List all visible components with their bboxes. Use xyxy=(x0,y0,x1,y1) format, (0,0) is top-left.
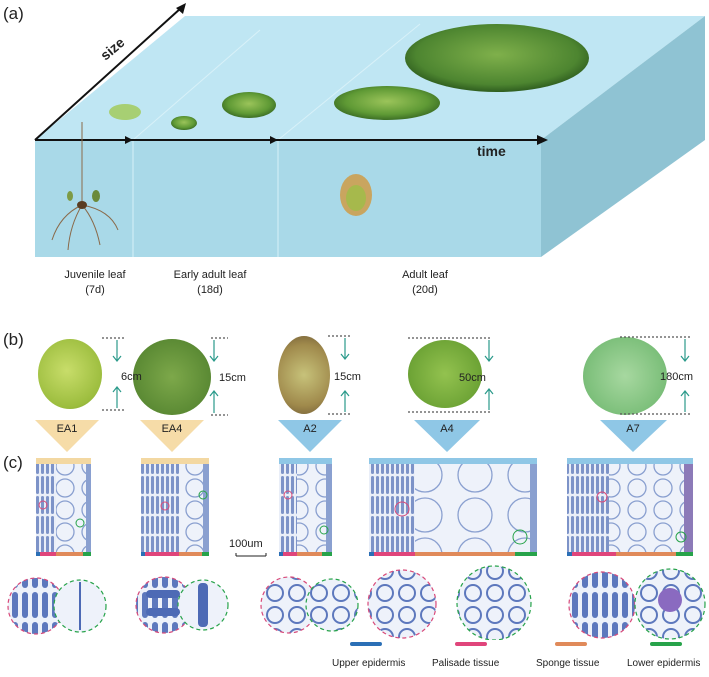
triangle-ea4 xyxy=(140,420,204,452)
cross-sections xyxy=(36,458,693,557)
leaf-a7 xyxy=(583,337,667,415)
leaf-a2 xyxy=(278,336,330,414)
sample-id-a2: A2 xyxy=(303,423,317,435)
legend-swatch-palisade xyxy=(455,642,487,646)
leaf-a4 xyxy=(408,340,482,408)
tank-front-face xyxy=(35,140,541,257)
legend-lower-epidermis: Lower epidermis xyxy=(627,658,701,669)
size-label-a7: 180cm xyxy=(660,371,694,383)
legend-upper-epidermis: Upper epidermis xyxy=(332,658,406,669)
legend-palisade-tissue: Palisade tissue xyxy=(432,658,500,669)
tissue-legend: Upper epidermis Palisade tissue Sponge t… xyxy=(330,642,709,672)
sample-id-ea4: EA4 xyxy=(161,423,183,435)
size-label-ea1: 6cm xyxy=(121,371,142,383)
stage-days: (20d) xyxy=(412,284,438,296)
triangle-a4 xyxy=(414,420,480,452)
stage-name: Juvenile leaf xyxy=(64,269,126,281)
stage-name: Adult leaf xyxy=(402,269,448,281)
triangle-a7 xyxy=(600,420,667,452)
leaf-ea1 xyxy=(38,339,102,409)
juvenile-pad xyxy=(109,104,141,120)
zoom-details xyxy=(7,565,706,640)
legend-swatch-lower xyxy=(650,642,682,646)
size-label-ea4: 15cm xyxy=(219,372,246,384)
sample-triangles xyxy=(35,420,667,452)
early-pad-large xyxy=(222,92,276,118)
stage-adult: Adult leaf (20d) xyxy=(370,268,480,298)
legend-swatch-upper xyxy=(350,642,382,646)
stage-days: (7d) xyxy=(85,284,105,296)
sample-id-ea1: EA1 xyxy=(56,423,78,435)
sample-id-a7: A7 xyxy=(626,423,640,435)
size-label-a4: 50cm xyxy=(459,372,486,384)
panel-label-c: (c) xyxy=(3,453,23,472)
water-tank-diagram xyxy=(34,3,705,257)
stage-days: (18d) xyxy=(197,284,223,296)
scale-bar-label: 100um xyxy=(229,538,263,550)
tissue-bars xyxy=(36,552,693,556)
panel-label-b: (b) xyxy=(3,330,24,349)
tank-side-face xyxy=(541,16,705,257)
stage-juvenile: Juvenile leaf (7d) xyxy=(40,268,150,298)
stage-name: Early adult leaf xyxy=(173,269,247,281)
adult-pad-large xyxy=(405,24,589,92)
time-axis-label: time xyxy=(477,143,506,159)
stage-early-adult: Early adult leaf (18d) xyxy=(150,268,270,298)
triangle-a2 xyxy=(278,420,342,452)
size-label-a2: 15cm xyxy=(334,371,361,383)
panel-label-a: (a) xyxy=(3,4,24,23)
early-pad-small xyxy=(171,116,197,130)
legend-swatch-sponge xyxy=(555,642,587,646)
sample-id-a4: A4 xyxy=(440,423,454,435)
adult-pad-medium xyxy=(334,86,440,120)
size-brackets xyxy=(102,335,690,416)
triangle-ea1 xyxy=(35,420,99,452)
leaf-ea4 xyxy=(133,339,211,415)
legend-sponge-tissue: Sponge tissue xyxy=(536,658,600,669)
